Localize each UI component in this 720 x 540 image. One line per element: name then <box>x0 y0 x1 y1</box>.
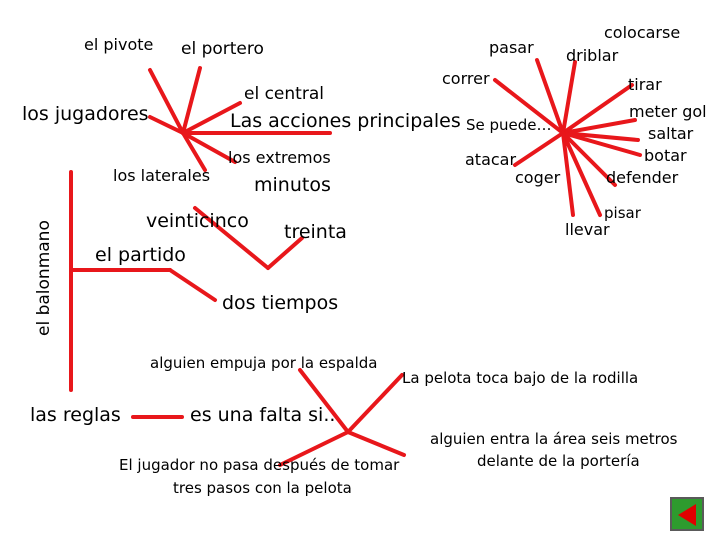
action-driblar: driblar <box>566 46 619 65</box>
duration-30: treinta <box>284 221 347 243</box>
rule-knee: La pelota toca bajo de la rodilla <box>402 369 639 387</box>
match-title: el partido <box>95 244 186 266</box>
rule-steps-line2: tres pasos con la pelota <box>173 479 352 497</box>
player-center: el central <box>244 84 324 104</box>
back-arrow-icon <box>678 504 696 526</box>
action-saltar: saltar <box>648 124 694 143</box>
action-botar: botar <box>644 146 687 165</box>
action-correr: correr <box>442 69 490 88</box>
player-backs: los laterales <box>113 166 211 185</box>
player-wings: los extremos <box>228 148 331 167</box>
action-pisar: pisar <box>604 204 641 222</box>
foul-label: es una falta si.. <box>190 404 336 426</box>
rule-push: alguien empuja por la espalda <box>150 354 378 372</box>
back-button[interactable] <box>670 497 704 531</box>
match-halves: dos tiempos <box>222 292 339 314</box>
rule-area-line2: delante de la portería <box>477 452 640 470</box>
rule-area-line1: alguien entra la área seis metros <box>430 430 678 448</box>
rules-title: las reglas <box>30 404 121 426</box>
player-goalkeeper: el portero <box>181 39 264 59</box>
duration-25: veinticinco <box>146 210 249 232</box>
actions-hub: Se puede… <box>466 116 552 134</box>
vertical-title: el balonmano <box>34 220 54 336</box>
rule-steps-line1: El jugador no pasa después de tomar <box>119 456 400 474</box>
action-colocarse: colocarse <box>604 23 681 42</box>
player-pivot: el pivote <box>84 35 154 54</box>
action-defender: defender <box>606 168 679 187</box>
action-atacar: atacar <box>465 150 517 169</box>
minutes-label: minutos <box>254 174 331 196</box>
action-coger: coger <box>515 168 561 187</box>
actions-title: Las acciones principales <box>230 110 461 132</box>
action-meter-gol: meter gol <box>629 102 707 121</box>
action-pasar: pasar <box>489 38 534 57</box>
action-tirar: tirar <box>628 75 662 94</box>
players-title: los jugadores <box>22 103 149 125</box>
action-llevar: llevar <box>565 220 610 239</box>
